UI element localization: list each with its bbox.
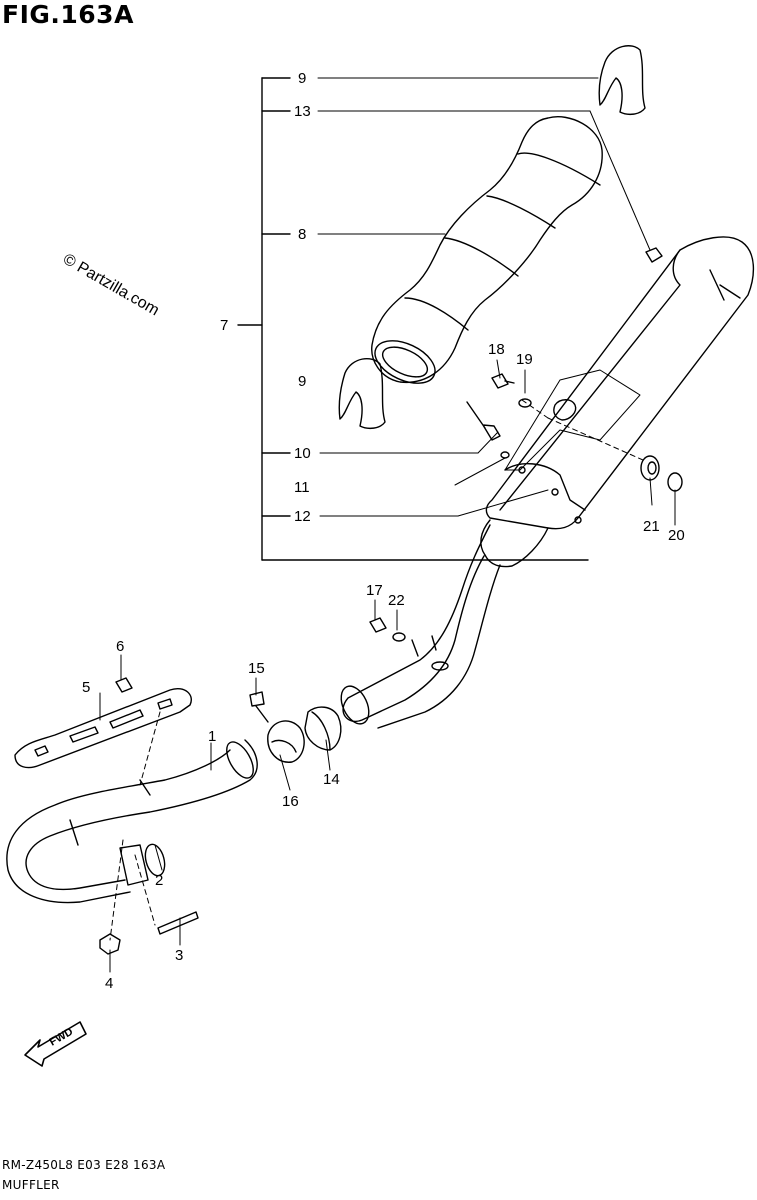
part-10-rivet: [466, 401, 501, 441]
part-16-clamp: [267, 720, 305, 763]
part-9-lower: [338, 357, 386, 430]
part-7-muffler: [480, 236, 755, 568]
part-21-grommet-hole: [647, 461, 657, 475]
leader-lines: [99, 77, 676, 973]
callout-16: 16: [282, 793, 299, 810]
callout-15: 15: [248, 660, 265, 677]
callout-22: 22: [388, 592, 405, 609]
callout-21: 21: [643, 518, 660, 535]
part-14-gasket: [304, 706, 342, 751]
callout-17: 17: [366, 582, 383, 599]
assembly-bracket: [237, 77, 589, 561]
callout-20: 20: [668, 527, 685, 544]
footer-code: RM-Z450L8 E03 E28 163A: [2, 1158, 166, 1172]
callout-8: 8: [298, 226, 306, 243]
part-20-collar: [667, 472, 683, 492]
callout-9-lower: 9: [298, 373, 306, 390]
part-15-bolt: [249, 691, 269, 723]
part-1-header-pipe: [6, 739, 258, 904]
callout-labels: 1 2 3 4 5 6 7 8 9 9 10 11 12 13 14 15 16…: [82, 70, 685, 992]
callout-7: 7: [220, 317, 228, 334]
part-19-washer: [518, 398, 532, 408]
callout-11: 11: [294, 479, 310, 496]
part-3-stud: [157, 911, 199, 935]
watermark-text: © Partzilla.com: [60, 251, 162, 320]
connector-pipe: [340, 524, 501, 729]
callout-13: 13: [294, 103, 311, 120]
projection-lines: [109, 399, 644, 941]
part-6-bolt: [115, 677, 133, 693]
callout-6: 6: [116, 638, 124, 655]
part-2-gasket: [144, 843, 166, 877]
part-22-washer: [392, 632, 406, 642]
footer-name: MUFFLER: [2, 1178, 60, 1192]
callout-1: 1: [208, 728, 216, 745]
callout-2: 2: [155, 872, 163, 889]
fwd-arrow: FWD: [24, 1021, 87, 1067]
callout-9-upper: 9: [298, 70, 306, 87]
part-17-bolt: [369, 617, 387, 633]
callout-10: 10: [294, 445, 311, 462]
figure-title: FIG.163A: [2, 0, 134, 29]
part-18-bolt: [491, 373, 515, 389]
callout-4: 4: [105, 975, 113, 992]
callout-3: 3: [175, 947, 183, 964]
part-9-upper: [598, 45, 646, 116]
part-8-packing: [371, 116, 603, 384]
part-21-grommet: [640, 455, 660, 481]
part-5-heat-guard: [14, 688, 192, 769]
part-13-bolt: [645, 247, 663, 263]
callout-12: 12: [294, 508, 311, 525]
callout-19: 19: [516, 351, 533, 368]
callout-14: 14: [323, 771, 340, 788]
callout-18: 18: [488, 341, 505, 358]
part-11-washer: [500, 451, 510, 459]
callout-5: 5: [82, 679, 90, 696]
part-4-nut: [99, 933, 121, 955]
